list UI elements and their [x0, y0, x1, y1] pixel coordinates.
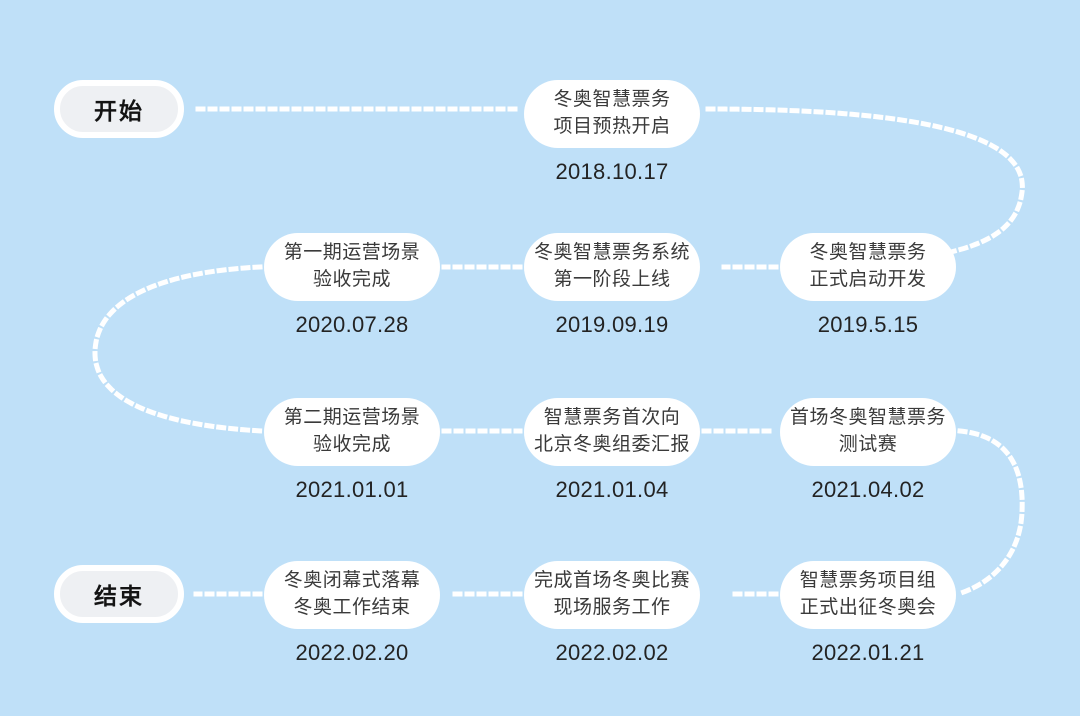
timeline-node-date: 2021.01.04: [555, 477, 669, 502]
timeline-node-line1: 智慧票务首次向: [543, 407, 681, 429]
timeline-node[interactable]: 冬奥智慧票务 正式启动开发 2019.5.15: [780, 233, 956, 338]
timeline-node-line2: 正式启动开发: [809, 269, 927, 290]
timeline-node-pill[interactable]: 智慧票务项目组 正式出征冬奥会: [780, 561, 956, 629]
timeline-node[interactable]: 第一期运营场景 验收完成 2020.07.28: [264, 233, 440, 338]
timeline-node-line1: 冬奥闭幕式落幕: [283, 570, 421, 592]
timeline-node-pill[interactable]: 完成首场冬奥比赛 现场服务工作: [524, 561, 700, 629]
timeline-start-pill[interactable]: 开始: [54, 80, 184, 138]
timeline-node[interactable]: 第二期运营场景 验收完成 2021.01.01: [264, 398, 440, 503]
timeline-node-line2: 第一阶段上线: [553, 269, 671, 290]
timeline-node-line2: 北京冬奥组委汇报: [533, 434, 690, 455]
timeline-node[interactable]: 完成首场冬奥比赛 现场服务工作 2022.02.02: [524, 561, 700, 666]
timeline-node-pill[interactable]: 冬奥智慧票务系统 第一阶段上线: [524, 233, 700, 301]
timeline-node-line1: 智慧票务项目组: [799, 570, 937, 592]
timeline-node-date: 2022.01.21: [811, 640, 925, 665]
timeline-node-line1: 首场冬奥智慧票务: [789, 407, 946, 429]
timeline-node-pill[interactable]: 冬奥智慧票务 正式启动开发: [780, 233, 956, 301]
timeline-node-date: 2022.02.02: [555, 640, 669, 665]
timeline-node-date: 2020.07.28: [295, 312, 409, 337]
timeline-node[interactable]: 智慧票务首次向 北京冬奥组委汇报 2021.01.04: [524, 398, 700, 503]
timeline-node-line1: 第一期运营场景: [283, 242, 421, 264]
timeline-node-line2: 测试赛: [838, 434, 898, 455]
timeline-node-date: 2021.04.02: [811, 477, 925, 502]
timeline-node-pill[interactable]: 智慧票务首次向 北京冬奥组委汇报: [524, 398, 700, 466]
timeline-node-date: 2022.02.20: [295, 640, 409, 665]
timeline-node-date: 2019.09.19: [555, 312, 669, 337]
timeline-start-label: 开始: [94, 98, 144, 124]
timeline-end-label: 结束: [94, 583, 144, 609]
timeline-node[interactable]: 首场冬奥智慧票务 测试赛 2021.04.02: [780, 398, 956, 503]
timeline-node-line1: 第二期运营场景: [283, 407, 421, 429]
timeline-node-line2: 验收完成: [312, 434, 391, 455]
timeline-node-pill[interactable]: 冬奥智慧票务 项目预热开启: [524, 80, 700, 148]
timeline-node-line1: 冬奥智慧票务: [553, 89, 671, 111]
timeline-node[interactable]: 智慧票务项目组 正式出征冬奥会 2022.01.21: [780, 561, 956, 666]
timeline-node-line1: 冬奥智慧票务系统: [533, 242, 690, 264]
timeline-node-line1: 完成首场冬奥比赛: [533, 570, 690, 592]
timeline-node[interactable]: 冬奥闭幕式落幕 冬奥工作结束 2022.02.20: [264, 561, 440, 666]
timeline-end-pill[interactable]: 结束: [54, 565, 184, 623]
timeline-node-date: 2021.01.01: [295, 477, 409, 502]
timeline-node-line2: 项目预热开启: [553, 116, 671, 137]
timeline-node-line1: 冬奥智慧票务: [809, 242, 927, 264]
timeline-node-pill[interactable]: 首场冬奥智慧票务 测试赛: [780, 398, 956, 466]
timeline-node-line2: 验收完成: [312, 269, 391, 290]
timeline-node-line2: 冬奥工作结束: [293, 597, 411, 618]
timeline-node-line2: 现场服务工作: [553, 597, 671, 618]
timeline-node-line2: 正式出征冬奥会: [799, 597, 937, 618]
timeline-node-pill[interactable]: 冬奥闭幕式落幕 冬奥工作结束: [264, 561, 440, 629]
timeline-node-date: 2018.10.17: [555, 159, 669, 184]
timeline-node-date: 2019.5.15: [817, 312, 919, 337]
timeline-node[interactable]: 冬奥智慧票务系统 第一阶段上线 2019.09.19: [524, 233, 700, 338]
timeline-node[interactable]: 冬奥智慧票务 项目预热开启 2018.10.17: [524, 80, 700, 185]
timeline-node-pill[interactable]: 第一期运营场景 验收完成: [264, 233, 440, 301]
timeline-node-pill[interactable]: 第二期运营场景 验收完成: [264, 398, 440, 466]
